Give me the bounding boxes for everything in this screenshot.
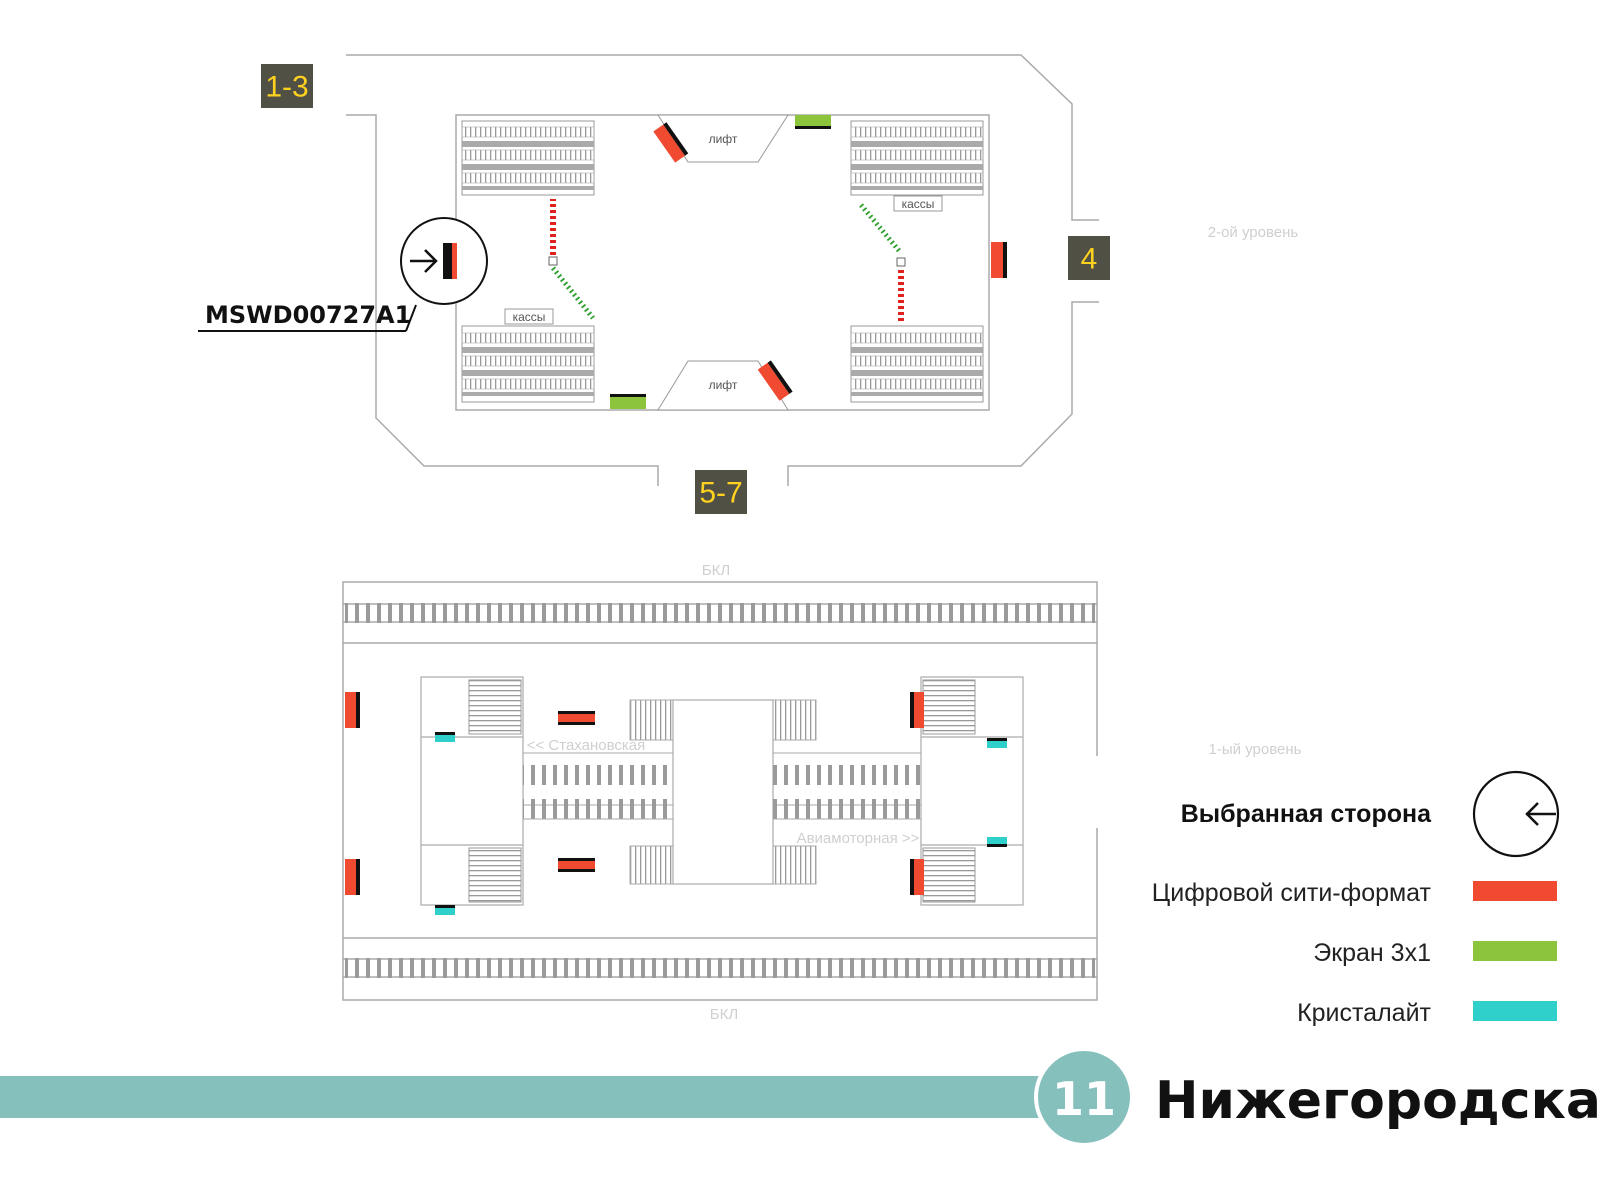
stairs-2 [772, 699, 817, 741]
track-label-top: БКЛ [702, 562, 730, 579]
lift-label-top: лифт [709, 132, 738, 146]
platform-escalator-2 [468, 847, 522, 903]
exit-1-3-label: 1-3 [265, 71, 308, 104]
selected-side-icon [1472, 770, 1560, 858]
legend-screen-3x1-label: Экран 3x1 [1313, 939, 1431, 967]
exit-4: 4 [1068, 236, 1110, 280]
track-bottom [343, 958, 1097, 978]
legend-digital-city-swatch [1473, 881, 1557, 901]
escalator-bank-top-right [850, 120, 984, 196]
ad-screen-3x1-bottom [610, 394, 646, 409]
ad-digital-city-platform-4 [558, 858, 595, 872]
inner-track-right [773, 752, 921, 820]
escalator-bank-top-left [461, 120, 595, 196]
legend-digital-city-label: Цифровой сити-формат [1152, 879, 1432, 907]
platform-left-block [420, 676, 524, 906]
ad-digital-city-platform-3 [558, 711, 595, 725]
footer: 11 Нижегородская [0, 1047, 1600, 1147]
exit-5-7-label: 5-7 [699, 477, 742, 510]
platform-outline [342, 581, 1098, 1001]
platform-escalator-1 [468, 679, 522, 735]
platform-right-block [920, 676, 1024, 906]
legend-selected-side-label: Выбранная сторона [1181, 800, 1432, 828]
line-badge [1034, 1047, 1134, 1147]
track-label-bottom: БКЛ [710, 1006, 738, 1023]
ad-crystalight-1 [435, 732, 455, 742]
platform-escalator-3 [922, 679, 976, 735]
ad-digital-city-platform-2 [345, 859, 360, 895]
upper-level-plan: лифт лифт кассы кассы [198, 54, 1299, 514]
arrow-right-icon [410, 249, 438, 273]
ticket-label-left: кассы [513, 310, 546, 324]
arrow-left-icon [1525, 802, 1556, 826]
legend: Выбранная сторона Цифровой сити-формат Э… [1152, 770, 1560, 1027]
track-top [343, 603, 1097, 623]
exit-4-label: 4 [1081, 243, 1098, 276]
direction-left-label: << Стахановская [527, 737, 646, 754]
ad-digital-city-platform-1 [345, 692, 360, 728]
level-label-lower: 1-ый уровень [1209, 741, 1302, 758]
escalator-bank-bottom-left [461, 325, 595, 403]
vestibule-outer-wall [346, 54, 1099, 221]
exit-5-7: 5-7 [695, 470, 747, 514]
direction-right-label: Авиамоторная >> [797, 830, 920, 847]
ticket-label-right: кассы [902, 197, 935, 211]
ad-screen-3x1-top [795, 115, 831, 129]
ad-digital-city-platform-6 [910, 859, 924, 895]
level-label-upper: 2-ой уровень [1208, 224, 1299, 241]
ad-crystalight-4 [987, 837, 1007, 847]
lower-level-plan: БКЛ БКЛ [342, 562, 1302, 1023]
ticket-office-left: кассы [504, 308, 554, 325]
selected-side-marker: MSWD00727A1 [198, 217, 488, 332]
line-band [0, 1076, 1040, 1118]
turnstiles-left [548, 199, 595, 320]
platform-central-hall [672, 699, 774, 885]
ticket-office-right: кассы [893, 195, 943, 212]
lift-label-bottom: лифт [709, 378, 738, 392]
legend-screen-3x1-swatch [1473, 941, 1557, 961]
ad-digital-city-platform-5 [910, 692, 924, 728]
ad-digital-city-right [991, 242, 1007, 278]
stairs-4 [772, 845, 817, 885]
inner-track-left [523, 752, 673, 820]
exit-1-3: 1-3 [261, 64, 313, 108]
lift-bottom: лифт [657, 360, 789, 411]
ad-crystalight-3 [987, 738, 1007, 748]
legend-crystalight-label: Кристалайт [1297, 999, 1431, 1027]
ad-digital-city-top-lift [653, 122, 689, 163]
selected-ad-code: MSWD00727A1 [205, 301, 411, 329]
turnstiles-right [859, 203, 906, 324]
legend-crystalight-swatch [1473, 1001, 1557, 1021]
stairs-3 [629, 845, 674, 885]
line-number: 11 [1052, 1072, 1116, 1126]
platform-escalator-4 [922, 847, 976, 903]
ad-crystalight-2 [435, 905, 455, 915]
station-name: Нижегородская [1155, 1071, 1600, 1131]
escalator-bank-bottom-right [850, 325, 984, 403]
ad-digital-city-bottom-lift [757, 360, 793, 401]
stairs-1 [629, 699, 674, 741]
